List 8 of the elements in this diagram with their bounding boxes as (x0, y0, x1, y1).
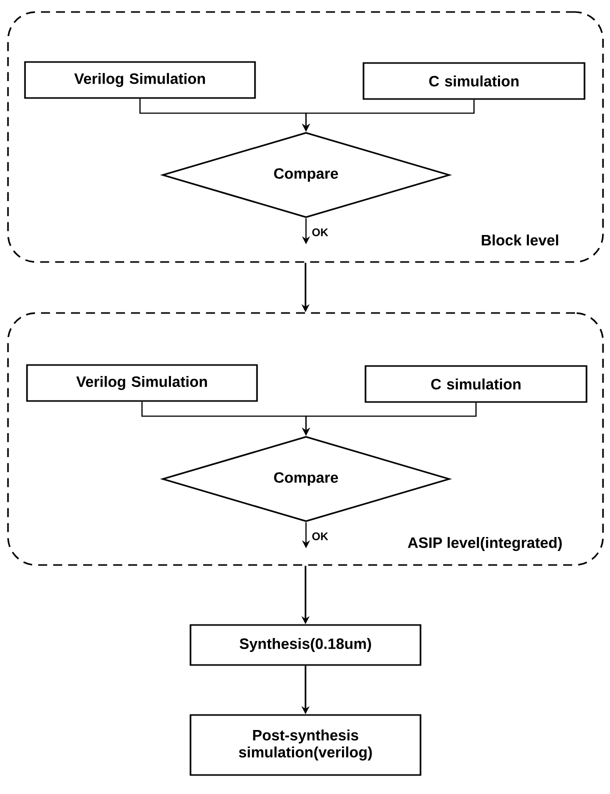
process-box: Synthesis(0.18um) (190, 624, 422, 666)
process-box: Verilog Simulation (26, 364, 258, 402)
process-box: Post-synthesis simulation(verilog) (190, 714, 422, 776)
edge-label: OK (312, 532, 328, 540)
process-box: C simulation (362, 62, 586, 100)
edge-label: OK (312, 228, 328, 236)
process-box: Verilog Simulation (24, 61, 256, 99)
process-box: C simulation (364, 365, 588, 403)
